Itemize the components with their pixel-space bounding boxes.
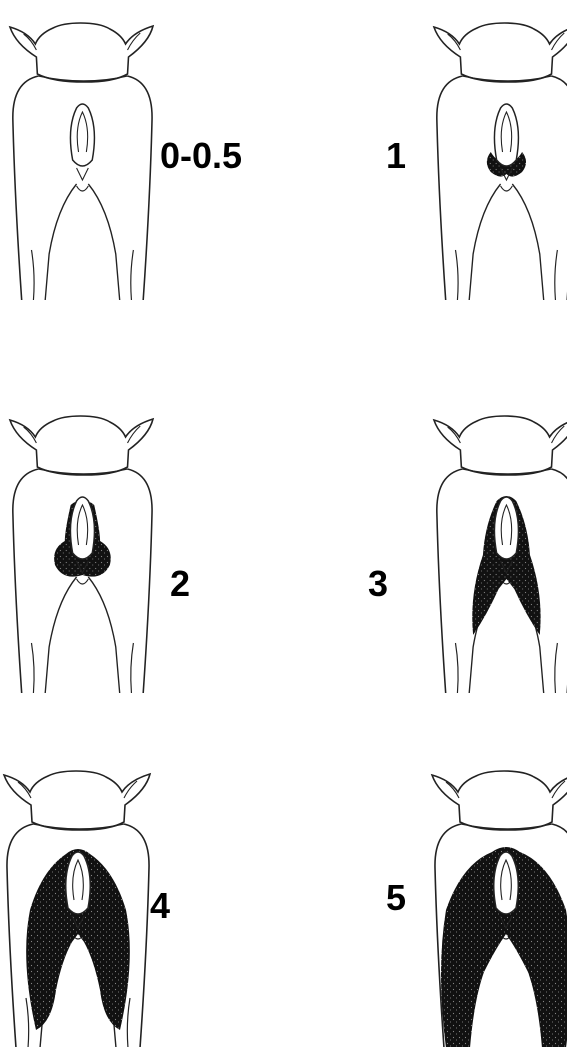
score-label-2: 2	[170, 566, 190, 602]
panel-score-0-0.5	[10, 23, 153, 300]
panel-score-3	[434, 416, 567, 693]
panel-score-4	[4, 771, 150, 1047]
score-label-0-0.5: 0-0.5	[160, 138, 242, 174]
score-label-5: 5	[386, 880, 406, 916]
panel-score-2	[10, 416, 153, 693]
panel-score-1	[434, 23, 567, 300]
panel-score-5	[432, 771, 567, 1047]
score-label-4: 4	[150, 888, 170, 924]
score-label-1: 1	[386, 138, 406, 174]
score-label-3: 3	[368, 566, 388, 602]
